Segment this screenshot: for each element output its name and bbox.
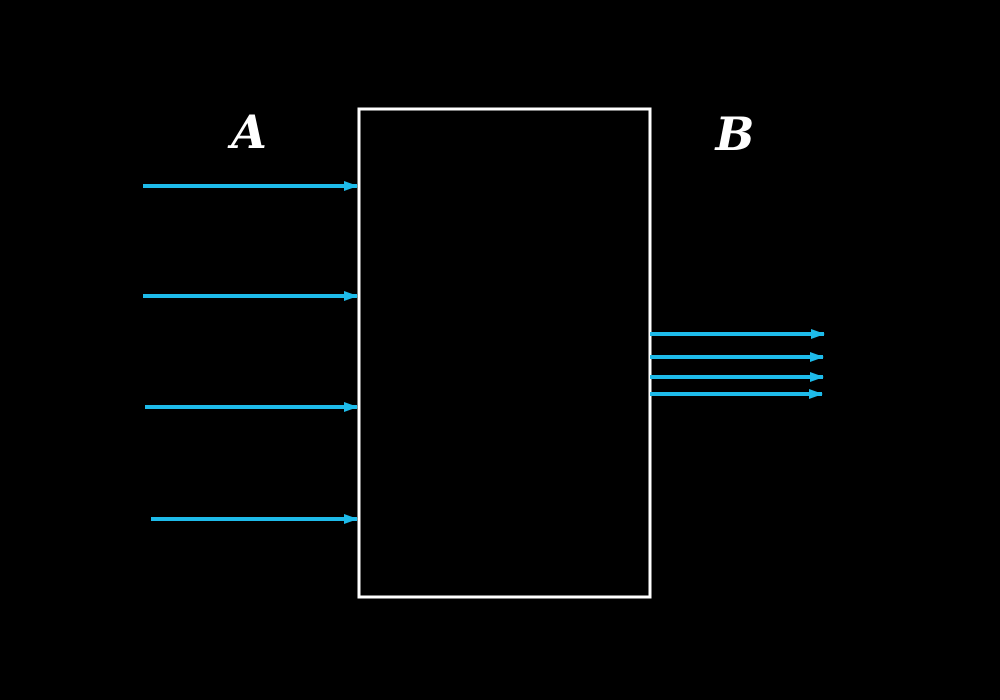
process-box	[357, 107, 652, 599]
output-arrows	[650, 329, 825, 399]
input-label: A	[227, 105, 267, 159]
input-arrows	[143, 181, 358, 524]
output-label: B	[714, 107, 755, 161]
